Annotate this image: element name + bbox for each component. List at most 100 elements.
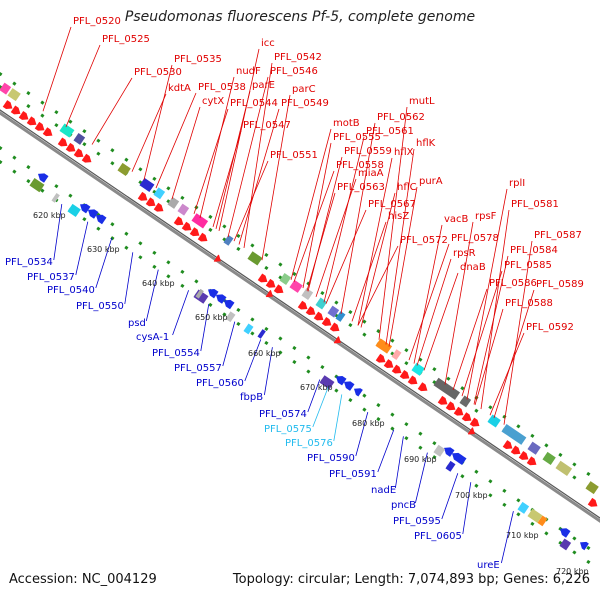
reverse-leader-line	[307, 379, 321, 413]
tick-mark	[334, 388, 339, 393]
tick-mark	[96, 226, 101, 231]
forward-gene-label: hisZ	[388, 211, 409, 222]
forward-gene-arrow	[73, 148, 84, 158]
tick-mark	[110, 161, 115, 166]
tick-mark	[152, 250, 157, 255]
reverse-feature-block	[527, 508, 543, 523]
forward-gene-label: nudF	[236, 66, 261, 77]
forward-feature-block	[433, 377, 461, 400]
tick-mark	[82, 129, 87, 134]
forward-feature-block	[411, 362, 425, 376]
reverse-gene-label: fbpB	[240, 392, 263, 403]
tick-mark	[390, 338, 395, 343]
forward-gene-label: mutL	[409, 96, 435, 107]
reverse-feature-block	[433, 444, 446, 457]
tick-mark	[138, 255, 143, 260]
forward-gene-label: PFL_0544	[230, 98, 278, 109]
tick-mark	[432, 455, 437, 460]
tick-mark	[222, 312, 227, 317]
forward-feature-block	[391, 349, 402, 361]
tick-mark	[320, 364, 325, 370]
reverse-leader-line	[172, 290, 189, 336]
forward-gene-label: PFL_0520	[73, 16, 121, 27]
tick-mark	[236, 233, 241, 239]
scale-label: 630 kbp	[87, 245, 120, 254]
forward-gene-label: vacB	[444, 214, 469, 225]
reverse-gene-arrow	[38, 173, 49, 183]
reverse-features-track	[29, 173, 589, 551]
tick-mark	[26, 179, 31, 184]
scale-label: 670 kbp	[300, 383, 333, 392]
forward-leader-line	[293, 170, 335, 283]
tick-mark	[180, 283, 185, 288]
scale-label: 620 kbp	[33, 211, 66, 220]
forward-leader-line	[357, 157, 393, 326]
forward-leader-line	[503, 240, 533, 425]
tick-mark	[96, 138, 101, 143]
tick-mark	[68, 119, 73, 124]
forward-feature-block	[191, 213, 209, 229]
forward-feature-block	[117, 162, 131, 176]
reverse-gene-arrow	[560, 528, 571, 538]
forward-gene-arrow	[333, 336, 341, 344]
tick-mark	[488, 493, 493, 498]
label-leader-lines	[42, 26, 535, 564]
forward-gene-arrow	[399, 370, 410, 379]
reverse-feature-block	[243, 323, 254, 335]
forward-gene-label: PFL_0586	[489, 278, 537, 289]
forward-gene-arrow	[526, 456, 537, 466]
backbone-line-outer	[0, 109, 600, 519]
forward-feature-block	[153, 187, 166, 200]
tick-mark	[110, 222, 115, 227]
tick-mark	[418, 445, 423, 450]
genome-summary-text: Topology: circular; Length: 7,074,893 bp…	[232, 572, 590, 587]
reverse-gene-arrow	[580, 541, 589, 551]
forward-leader-line	[143, 64, 173, 181]
tick-mark	[502, 414, 507, 419]
forward-feature-block	[139, 177, 155, 193]
reverse-gene-label: ureE	[477, 560, 500, 571]
forward-gene-label: PFL_0530	[134, 67, 182, 78]
forward-leader-line	[306, 192, 336, 291]
reverse-leader-line	[395, 436, 404, 489]
tick-mark	[96, 151, 101, 156]
tick-mark	[292, 359, 297, 365]
forward-gene-label: PFL_0549	[281, 98, 329, 109]
forward-leader-line	[199, 76, 235, 219]
reverse-gene-label: pncB	[391, 500, 416, 511]
tick-mark	[138, 167, 143, 172]
reverse-feature-block	[67, 203, 81, 217]
forward-feature-block	[0, 82, 12, 95]
forward-gene-label: PFL_0546	[270, 66, 318, 77]
forward-gene-label: cytX	[202, 96, 224, 107]
forward-leader-line	[480, 209, 510, 410]
tick-mark	[26, 104, 31, 109]
forward-gene-arrow	[391, 364, 402, 374]
tick-mark	[208, 302, 213, 307]
forward-gene-label: icc	[261, 38, 275, 49]
forward-leader-line	[473, 255, 509, 405]
forward-gene-label: PFL_0563	[337, 182, 385, 193]
forward-gene-label: rplI	[509, 178, 525, 189]
tick-mark	[404, 422, 409, 427]
tick-mark	[236, 307, 241, 313]
scale-label: 650 kbp	[195, 313, 228, 322]
forward-leader-line	[444, 221, 474, 385]
reverse-gene-label: PFL_0575	[264, 424, 312, 435]
reverse-leader-line	[200, 303, 210, 352]
reverse-gene-label: PFL_0576	[285, 438, 333, 449]
reverse-gene-label: PFL_0591	[329, 469, 377, 480]
reverse-leader-line	[501, 511, 514, 564]
forward-feature-block	[279, 273, 292, 285]
forward-gene-arrow	[329, 322, 340, 332]
forward-feature-block	[167, 196, 180, 209]
forward-feature-block	[315, 297, 328, 310]
reverse-leader-line	[95, 237, 113, 289]
forward-feature-block	[555, 460, 573, 477]
forward-leader-line	[340, 122, 376, 314]
tick-mark	[572, 536, 577, 541]
reverse-feature-block	[537, 515, 548, 527]
tick-mark	[250, 331, 255, 336]
